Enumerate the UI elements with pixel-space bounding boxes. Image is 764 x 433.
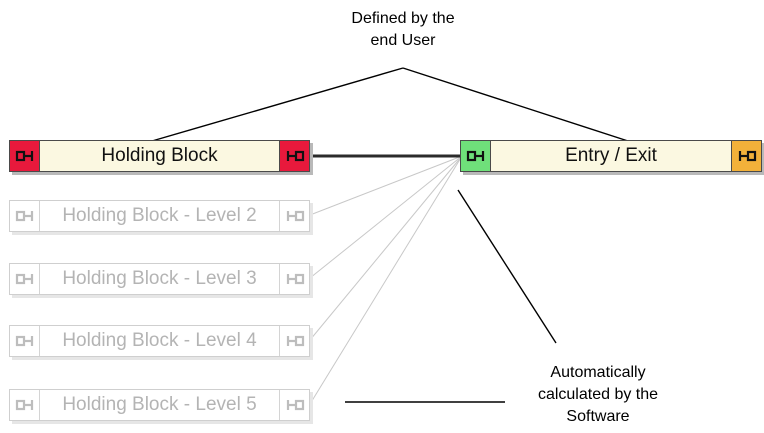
connector-level3 [309,155,463,279]
entry-exit-block[interactable]: Entry / Exit [460,140,762,172]
level-block-output-port[interactable] [279,201,309,231]
entry-exit-block-label: Entry / Exit [565,145,657,166]
port-in-icon [15,399,33,411]
annotation-auto-calculated: Automatically calculated by the Software [508,362,688,428]
level-block-input-port[interactable] [10,264,40,294]
connector-level4 [309,155,463,341]
holding-block[interactable]: Holding Block [9,140,310,172]
connector-level5 [309,155,463,405]
port-out-icon [286,399,304,411]
holding-block-level-2[interactable]: Holding Block - Level 2 [9,200,310,232]
port-in-icon [15,273,33,285]
port-in-icon [15,335,33,347]
annotation-line: Automatically [550,364,646,381]
holding-block-level-3[interactable]: Holding Block - Level 3 [9,263,310,295]
holding-block-output-port[interactable] [279,141,309,171]
port-out-icon [286,273,304,285]
level-block-label: Holding Block - Level 2 [62,205,257,226]
annotation-pointer-entry [402,67,629,142]
port-out-icon [286,335,304,347]
level-block-input-port[interactable] [10,326,40,356]
port-in-icon [15,150,33,162]
level-block-input-port[interactable] [10,201,40,231]
level-block-output-port[interactable] [279,390,309,420]
holding-block-input-port[interactable] [10,141,40,171]
port-out-icon [286,210,304,222]
connector-level2 [309,155,463,216]
port-out-icon [738,150,756,162]
annotation-line: end User [370,32,436,49]
level-block-label: Holding Block - Level 5 [62,394,257,415]
port-in-icon [15,210,33,222]
port-out-icon [286,150,304,162]
annotation-pointer-holding [151,67,404,142]
annotation-line: Defined by the [351,10,455,27]
holding-block-level-4[interactable]: Holding Block - Level 4 [9,325,310,357]
annotation-line: calculated by the [537,386,659,403]
entry-exit-output-port[interactable] [731,141,761,171]
port-in-icon [466,150,484,162]
annotation-defined-by-user: Defined by the end User [323,8,483,52]
holding-block-label: Holding Block [101,145,218,166]
level-block-label: Holding Block - Level 4 [62,330,257,351]
annotation-pointer-software [457,189,557,344]
level-block-output-port[interactable] [279,326,309,356]
annotation-line: Software [566,408,630,425]
level-block-input-port[interactable] [10,390,40,420]
entry-exit-input-port[interactable] [461,141,491,171]
level-block-label: Holding Block - Level 3 [62,268,257,289]
level-block-output-port[interactable] [279,264,309,294]
holding-block-level-5[interactable]: Holding Block - Level 5 [9,389,310,421]
